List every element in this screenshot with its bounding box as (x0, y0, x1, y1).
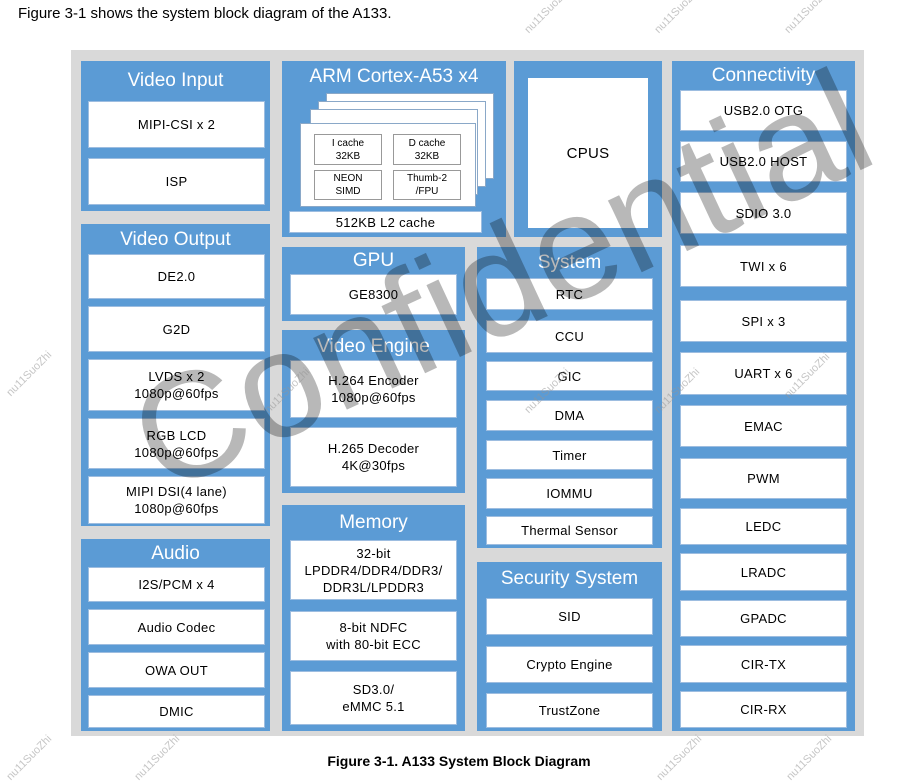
panel-memory: Memory 32-bit LPDDR4/DDR4/DDR3/ DDR3L/LP… (282, 505, 465, 731)
small-watermark: nu11SuoZhi (652, 0, 703, 36)
block-lvds: LVDS x 2 1080p@60fps (88, 359, 265, 411)
block-de2: DE2.0 (88, 254, 265, 299)
block-cir-rx: CIR-RX (680, 691, 847, 728)
panel-audio: Audio I2S/PCM x 4 Audio Codec OWA OUT DM… (81, 539, 270, 731)
block-ccu: CCU (486, 320, 653, 353)
block-d-cache: D cache 32KB (393, 134, 461, 165)
panel-title: Video Engine (317, 336, 430, 357)
block-neon-simd: NEON SIMD (314, 170, 382, 200)
block-thumb-fpu: Thumb-2 /FPU (393, 170, 461, 200)
block-spi: SPI x 3 (680, 300, 847, 342)
panel-gpu: GPU GE8300 (282, 247, 465, 321)
panel-system: System RTC CCU GIC DMA Timer IOMMU Therm… (477, 247, 662, 548)
block-h264-encoder: H.264 Encoder 1080p@60fps (290, 360, 457, 418)
block-twi: TWI x 6 (680, 245, 847, 287)
panel-title: Video Output (120, 229, 231, 250)
panel-arm-cortex: ARM Cortex-A53 x4 I cache 32KB D cache 3… (282, 61, 506, 237)
block-gic: GIC (486, 361, 653, 391)
panel-connectivity: Connectivity USB2.0 OTG USB2.0 HOST SDIO… (672, 61, 855, 731)
intro-text: Figure 3-1 shows the system block diagra… (18, 5, 392, 22)
block-lradc: LRADC (680, 553, 847, 591)
block-l2-cache: 512KB L2 cache (289, 211, 482, 233)
block-pwm: PWM (680, 458, 847, 499)
figure-caption: Figure 3-1. A133 System Block Diagram (327, 753, 591, 769)
block-trustzone: TrustZone (486, 693, 653, 728)
block-owa-out: OWA OUT (88, 652, 265, 688)
small-watermark: nu11SuoZhi (782, 0, 833, 36)
block-ndfc: 8-bit NDFC with 80-bit ECC (290, 611, 457, 661)
panel-title: Audio (151, 543, 200, 564)
block-rtc: RTC (486, 278, 653, 310)
block-sd-emmc: SD3.0/ eMMC 5.1 (290, 671, 457, 725)
panel-video-output: Video Output DE2.0 G2D LVDS x 2 1080p@60… (81, 224, 270, 526)
block-rgb-lcd: RGB LCD 1080p@60fps (88, 418, 265, 469)
block-ledc: LEDC (680, 508, 847, 545)
small-watermark: nu11SuoZhi (522, 0, 573, 36)
panel-title: ARM Cortex-A53 x4 (309, 66, 479, 87)
block-i-cache: I cache 32KB (314, 134, 382, 165)
block-iommu: IOMMU (486, 478, 653, 509)
block-h265-decoder: H.265 Decoder 4K@30fps (290, 427, 457, 487)
block-usb-otg: USB2.0 OTG (680, 90, 847, 131)
panel-title: Security System (500, 568, 639, 589)
block-uart: UART x 6 (680, 352, 847, 395)
core-stack-front: I cache 32KB D cache 32KB NEON SIMD Thum… (300, 123, 476, 207)
block-thermal-sensor: Thermal Sensor (486, 516, 653, 545)
block-emac: EMAC (680, 405, 847, 447)
panel-video-input: Video Input MIPI-CSI x 2 ISP (81, 61, 270, 211)
small-watermark: nu11SuoZhi (4, 349, 55, 399)
block-dram: 32-bit LPDDR4/DDR4/DDR3/ DDR3L/LPDDR3 (290, 540, 457, 600)
block-i2s-pcm: I2S/PCM x 4 (88, 567, 265, 602)
block-cpus: CPUS (528, 78, 648, 228)
block-crypto-engine: Crypto Engine (486, 646, 653, 683)
block-cir-tx: CIR-TX (680, 645, 847, 683)
panel-title: Connectivity (711, 65, 816, 86)
panel-title: GPU (352, 250, 395, 271)
panel-video-engine: Video Engine H.264 Encoder 1080p@60fps H… (282, 330, 465, 493)
block-usb-host: USB2.0 HOST (680, 141, 847, 182)
panel-cpus: CPUS (514, 61, 662, 237)
panel-security-system: Security System SID Crypto Engine TrustZ… (477, 562, 662, 731)
block-audio-codec: Audio Codec (88, 609, 265, 645)
block-g2d: G2D (88, 306, 265, 352)
block-dmic: DMIC (88, 695, 265, 728)
block-gpadc: GPADC (680, 600, 847, 637)
panel-title: Memory (339, 512, 408, 533)
block-sdio: SDIO 3.0 (680, 192, 847, 234)
panel-title: Video Input (127, 70, 224, 91)
panel-title: System (537, 252, 602, 273)
block-isp: ISP (88, 158, 265, 205)
block-timer: Timer (486, 440, 653, 470)
block-mipi-csi: MIPI-CSI x 2 (88, 101, 265, 148)
block-mipi-dsi: MIPI DSI(4 lane) 1080p@60fps (88, 476, 265, 524)
block-ge8300: GE8300 (290, 274, 457, 315)
block-dma: DMA (486, 400, 653, 431)
block-sid: SID (486, 598, 653, 635)
